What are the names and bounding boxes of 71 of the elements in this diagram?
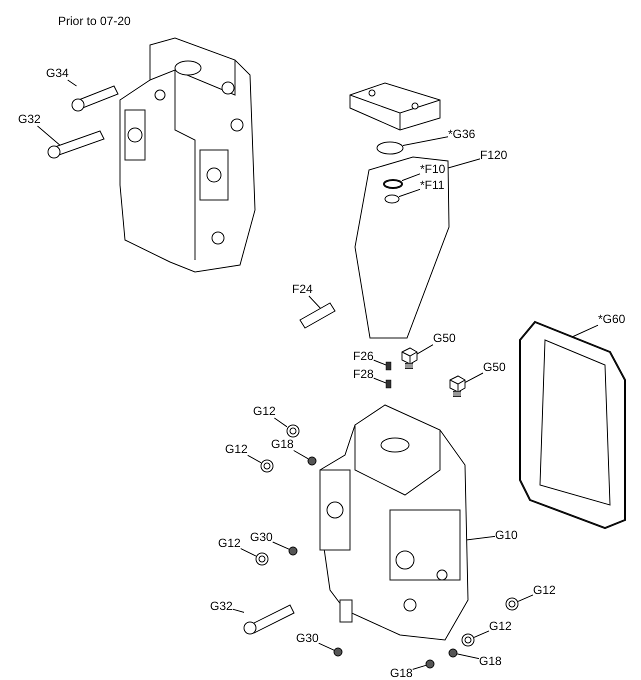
leader-line: [318, 642, 334, 651]
leader-line: [232, 608, 244, 613]
callout-label: *F11: [420, 178, 444, 192]
screw-drawing: [72, 85, 119, 112]
callout-label: G32: [18, 112, 41, 126]
callout-label: G10: [495, 528, 518, 542]
leader-line: [448, 158, 480, 168]
plug-drawing: [462, 634, 474, 646]
set-screw: [386, 380, 392, 388]
callout-label: F26: [353, 349, 374, 363]
callout-label: G34: [46, 66, 69, 80]
seal-ring: [383, 179, 403, 189]
callout-label: G18: [271, 437, 294, 451]
screw-drawing: [244, 604, 295, 634]
leader-line: [474, 630, 490, 638]
plug-drawing: [260, 460, 274, 472]
plug-drawing: [506, 598, 518, 610]
leader-line: [247, 454, 262, 464]
leader-line: [416, 344, 434, 355]
plug-drawing: [450, 375, 466, 397]
leader-line: [412, 664, 426, 670]
leader-line: [308, 296, 322, 310]
callout-label: G12: [218, 536, 241, 550]
callout-label: G50: [483, 360, 506, 374]
set-screw: [308, 456, 316, 466]
set-screw: [288, 546, 298, 556]
callout-label: G30: [250, 530, 273, 544]
plug-drawing: [286, 424, 300, 438]
leader-line: [274, 418, 288, 428]
o-ring: [376, 142, 404, 154]
callout-label: F28: [353, 367, 374, 381]
leader-line: [572, 324, 598, 338]
callout-label: G18: [479, 654, 502, 668]
callout-label: G12: [253, 404, 276, 418]
screw-drawing: [48, 130, 105, 158]
set-screw: [386, 362, 392, 370]
leader-line: [373, 378, 386, 384]
leader-line: [464, 372, 484, 383]
leader-line: [240, 548, 256, 557]
manifold-drawing: [320, 404, 468, 641]
callout-label: G12: [489, 619, 512, 633]
plug-drawing: [256, 552, 268, 566]
callout-label: G12: [533, 583, 556, 597]
callout-label: G32: [210, 599, 233, 613]
o-ring: [384, 194, 400, 204]
leader-line: [402, 173, 420, 182]
callout-label: G50: [433, 331, 456, 345]
leader-line: [466, 536, 496, 540]
leader-line: [398, 188, 420, 198]
leader-line: [402, 136, 448, 146]
callout-label: *F10: [420, 162, 446, 176]
callout-label: *G60: [598, 312, 626, 326]
pin-drawing: [299, 302, 336, 329]
leader-line: [456, 653, 480, 660]
callout-label: G30: [296, 631, 319, 645]
callout-label: *G36: [448, 127, 476, 141]
set-screw: [448, 648, 458, 658]
set-screw: [426, 660, 434, 668]
leader-line: [67, 80, 77, 86]
leader-line: [272, 542, 290, 550]
plug-drawing: [402, 347, 418, 369]
leader-line: [293, 450, 308, 460]
callout-label: F24: [292, 282, 313, 296]
note-text: Prior to 07-20: [58, 14, 131, 28]
leader-line: [518, 594, 534, 602]
set-screw: [334, 648, 342, 656]
callout-label: G12: [225, 442, 248, 456]
leader-line: [37, 126, 60, 146]
leader-line: [373, 360, 386, 366]
callout-label: F120: [480, 148, 508, 162]
callout-label: G18: [390, 666, 413, 680]
